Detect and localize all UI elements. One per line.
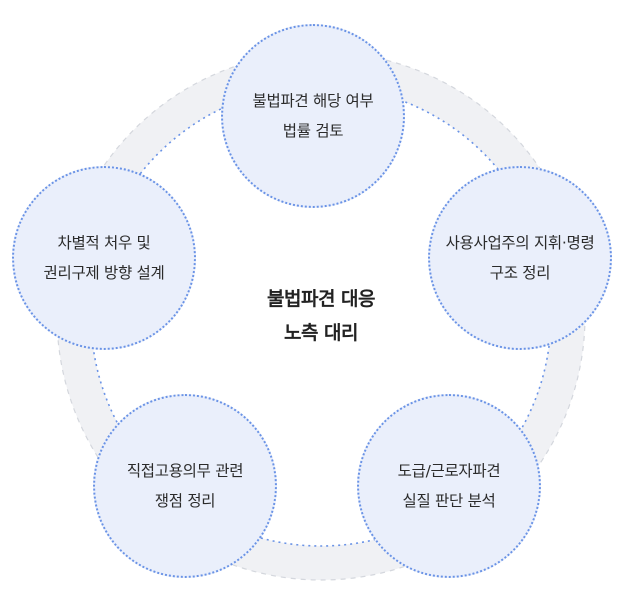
node-illegal-dispatch-review-line1: 불법파견 해당 여부 <box>252 92 374 110</box>
node-direct-employment-issues-line2: 쟁점 정리 <box>154 492 216 510</box>
node-command-structure-line2: 구조 정리 <box>489 264 551 282</box>
node-contract-dispatch-analysis-line1: 도급/근로자파견 <box>397 462 501 480</box>
node-contract-dispatch-analysis-line2: 실질 판단 분석 <box>402 492 496 510</box>
node-contract-dispatch-analysis: 도급/근로자파견 실질 판단 분석 <box>357 394 541 578</box>
center-title-line1: 불법파견 대응 <box>267 288 376 310</box>
node-command-structure: 사용사업주의 지휘·명령 구조 정리 <box>428 166 612 350</box>
node-illegal-dispatch-review: 불법파견 해당 여부 법률 검토 <box>221 24 405 208</box>
node-discrimination-remedy: 차별적 처우 및 권리구제 방향 설계 <box>12 166 196 350</box>
node-illegal-dispatch-review-line2: 법률 검토 <box>282 122 344 140</box>
center-title: 불법파견 대응 노측 대리 <box>221 282 421 350</box>
center-title-line2: 노측 대리 <box>283 322 359 344</box>
node-direct-employment-issues-line1: 직접고용의무 관련 <box>126 462 244 480</box>
node-discrimination-remedy-line2: 권리구제 방향 설계 <box>43 264 165 282</box>
node-command-structure-line1: 사용사업주의 지휘·명령 <box>445 234 595 252</box>
node-discrimination-remedy-line1: 차별적 처우 및 <box>57 234 151 252</box>
node-direct-employment-issues: 직접고용의무 관련 쟁점 정리 <box>93 394 277 578</box>
